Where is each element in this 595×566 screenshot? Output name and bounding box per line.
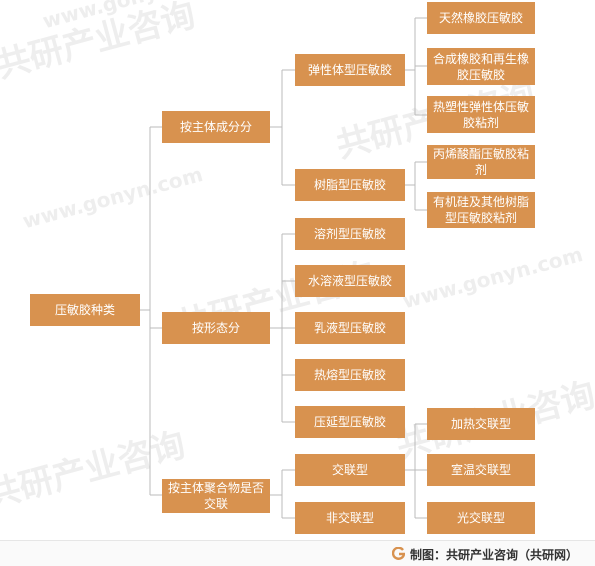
node-by-main-component: 按主体成分分: [162, 111, 270, 143]
tree-connectors: [140, 17, 427, 519]
node-natural-rubber: 天然橡胶压敏胶: [427, 2, 535, 34]
node-non-crosslinked: 非交联型: [295, 502, 405, 534]
node-heat-crosslink: 加热交联型: [427, 408, 535, 440]
chart-credit: 制图：共研产业咨询（共研网）: [410, 548, 579, 562]
node-photo-crosslink: 光交联型: [427, 502, 535, 534]
node-room-temp-crosslink: 室温交联型: [427, 454, 535, 486]
node-elastomer: 弹性体型压敏胶: [295, 54, 405, 86]
connector-lines: [140, 17, 427, 519]
node-water: 水溶液型压敏胶: [295, 265, 405, 297]
node-calender: 压延型压敏胶: [295, 406, 405, 438]
node-by-form: 按形态分: [162, 312, 270, 344]
node-thermoplastic: 热塑性弹性体压敏胶粘剂: [427, 96, 535, 133]
node-emulsion: 乳液型压敏胶: [295, 312, 405, 344]
gonyn-logo-icon: [392, 547, 405, 560]
node-synthetic-rubber: 合成橡胶和再生橡胶压敏胶: [427, 48, 535, 85]
footer-bar: 制图：共研产业咨询（共研网）: [0, 540, 595, 566]
node-solvent: 溶剂型压敏胶: [295, 218, 405, 250]
node-resin: 树脂型压敏胶: [295, 169, 405, 201]
node-hotmelt: 热熔型压敏胶: [295, 359, 405, 391]
node-root: 压敏胶种类: [30, 294, 140, 326]
node-silicone: 有机硅及其他树脂型压敏胶粘剂: [427, 192, 535, 228]
node-crosslinked: 交联型: [295, 454, 405, 486]
node-acrylic: 丙烯酸酯压敏胶粘剂: [427, 145, 535, 179]
node-by-crosslink: 按主体聚合物是否交联: [162, 479, 270, 513]
